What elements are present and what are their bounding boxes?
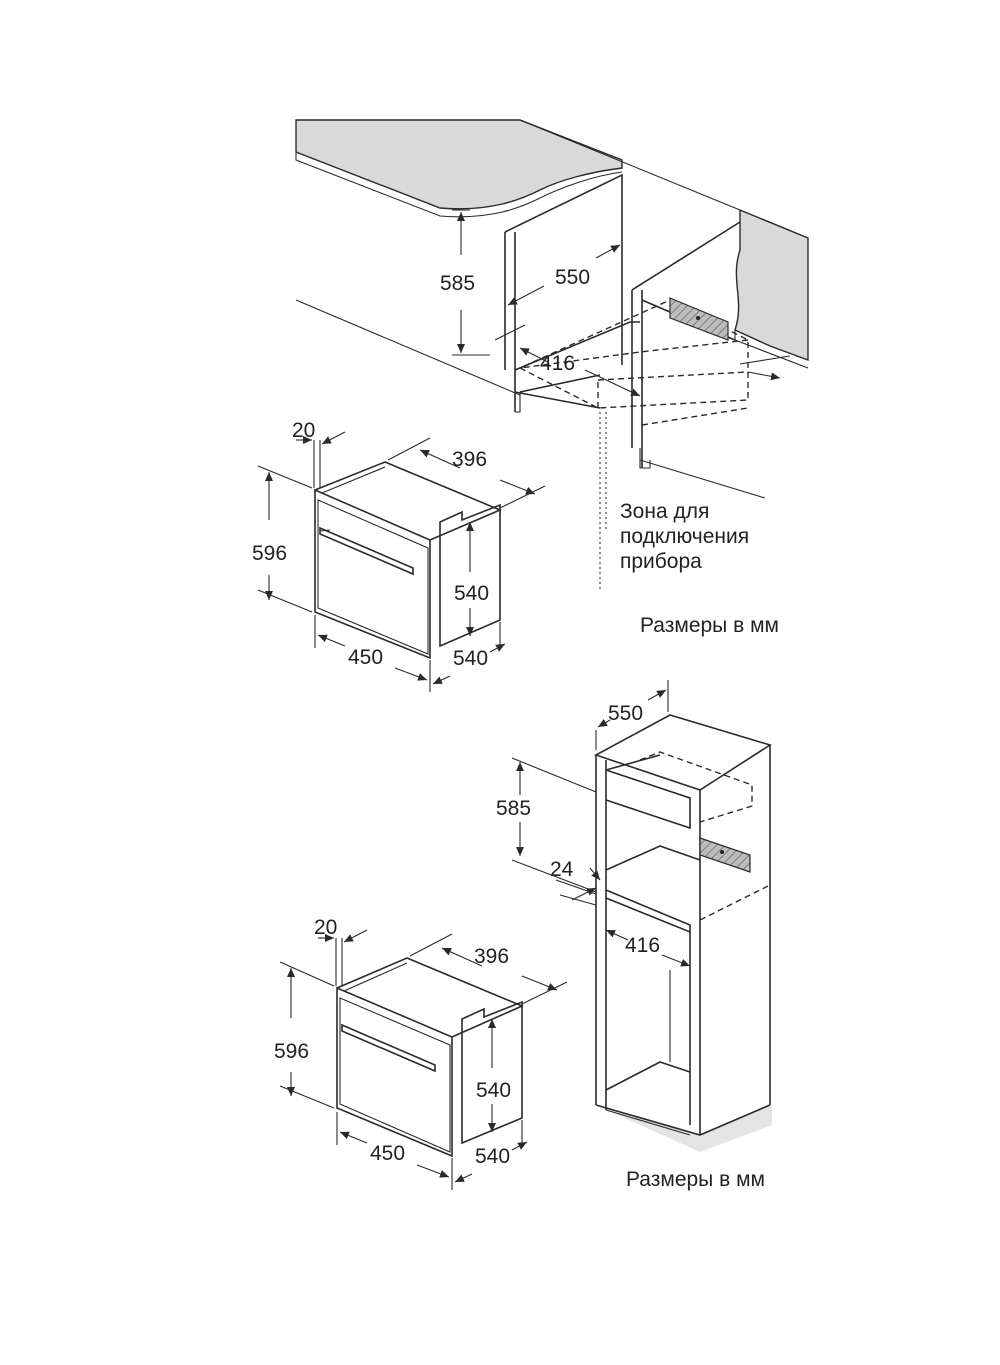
oven-top-top-depth-label: 396: [452, 448, 487, 471]
worktop-right: [734, 208, 809, 362]
worktop-left: [295, 119, 623, 210]
under-counter-height-label: 585: [440, 272, 475, 295]
tall-cabinet-figure: 550 585 24 416 Размеры в мм: [496, 680, 772, 1191]
tall-depth-label: 550: [608, 702, 643, 725]
tall-opening-label: 416: [625, 934, 660, 957]
oven-bottom-top-depth-label: 396: [474, 945, 509, 968]
tall-units-caption: Размеры в мм: [626, 1168, 765, 1191]
tall-connection-box: [699, 837, 751, 873]
under-counter-depth-label: 550: [555, 266, 590, 289]
oven-bottom-thickness-label: 20: [314, 916, 337, 939]
oven-top-depth-label: 540: [453, 647, 488, 670]
oven-top-height-label: 596: [252, 542, 287, 565]
oven-bottom-width-label: 450: [370, 1142, 405, 1165]
under-counter-opening-label: 416: [540, 352, 575, 375]
oven-bottom-height-label: 596: [274, 1040, 309, 1063]
oven-bottom-figure: 20 396 596 540 450 540: [274, 916, 568, 1190]
oven-bottom-body-height-label: 540: [476, 1079, 511, 1102]
tall-shelf-label: 24: [550, 858, 574, 881]
oven-top-width-label: 450: [348, 646, 383, 669]
connection-zone-line3: прибора: [620, 550, 702, 573]
oven-top-thickness-label: 20: [292, 419, 315, 442]
oven-bottom-depth-label: 540: [475, 1145, 510, 1168]
tall-height-label: 585: [496, 797, 531, 820]
connection-zone-line2: подключения: [620, 525, 749, 548]
oven-top-body-height-label: 540: [454, 582, 489, 605]
under-counter-units-caption: Размеры в мм: [640, 614, 779, 637]
under-counter-figure: 585 550 416 Зона для подключения прибора…: [295, 119, 809, 637]
oven-top-figure: 20 396 596 540 450 540: [252, 419, 546, 692]
connection-zone-line1: Зона для: [620, 500, 709, 523]
